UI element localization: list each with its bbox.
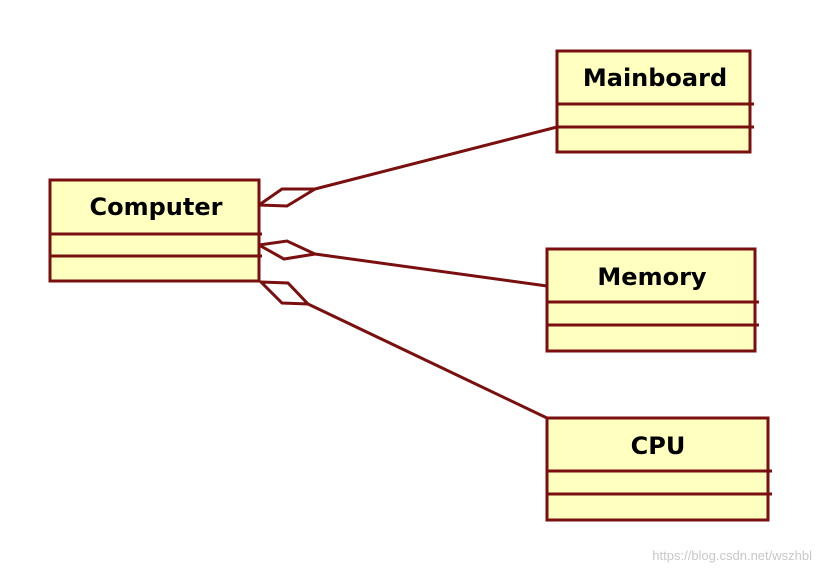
- aggregation-computer-cpu[interactable]: [257, 280, 548, 420]
- class-box: [545, 247, 757, 353]
- class-memory[interactable]: Memory: [545, 247, 759, 353]
- aggregation-connectors: [254, 125, 558, 420]
- aggregation-diamond: [254, 239, 321, 261]
- aggregation-computer-memory[interactable]: [254, 239, 548, 288]
- class-name-mainboard: Mainboard: [583, 64, 727, 92]
- aggregation-line: [307, 302, 548, 420]
- class-cpu[interactable]: CPU: [545, 416, 772, 522]
- class-name-memory: Memory: [597, 263, 706, 291]
- class-mainboard[interactable]: Mainboard: [555, 49, 754, 154]
- aggregation-computer-mainboard[interactable]: [254, 125, 558, 208]
- watermark-text: https://blog.csdn.net/wszhbl: [652, 548, 812, 563]
- aggregation-diamond: [254, 187, 321, 208]
- class-name-computer: Computer: [90, 193, 223, 221]
- class-box: [545, 416, 770, 522]
- class-box: [48, 178, 261, 283]
- class-name-cpu: CPU: [631, 432, 686, 460]
- class-computer[interactable]: Computer: [48, 178, 262, 283]
- aggregation-line: [314, 125, 558, 191]
- aggregation-line: [314, 252, 548, 288]
- aggregation-diamond: [257, 280, 312, 306]
- class-box: [555, 49, 752, 154]
